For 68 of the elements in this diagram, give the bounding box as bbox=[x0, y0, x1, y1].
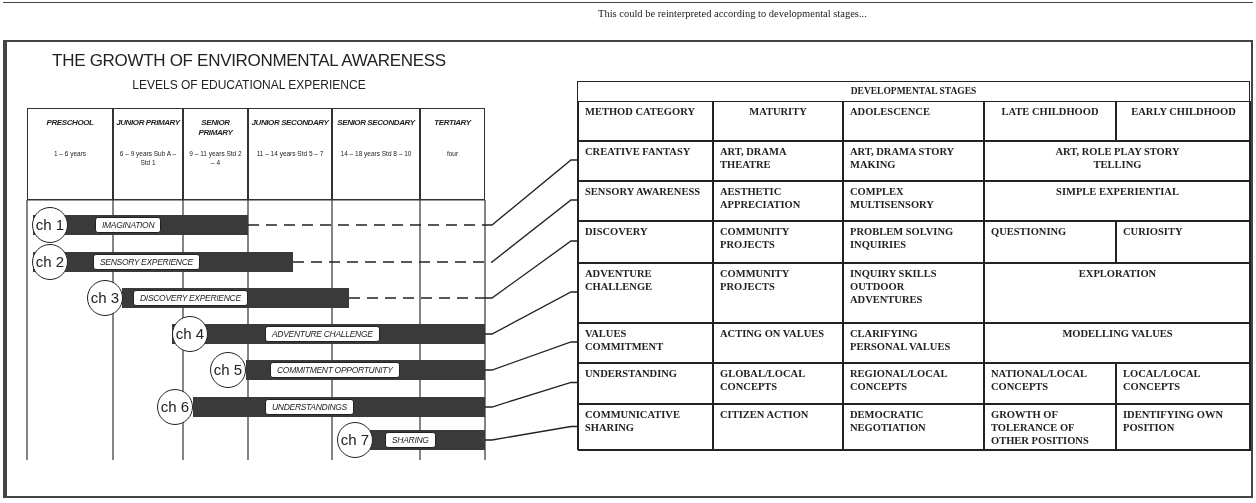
table-cell: GLOBAL/LOCAL CONCEPTS bbox=[713, 363, 843, 404]
table-cell: COMMUNITY PROJECTS bbox=[713, 221, 843, 263]
table-cell: CREATIVE FANTASY bbox=[578, 141, 713, 181]
column-heading: JUNIOR PRIMARY bbox=[115, 118, 181, 128]
table-cell: PROBLEM SOLVING INQUIRIES bbox=[843, 221, 984, 263]
table-cell: ART, DRAMA STORY MAKING bbox=[843, 141, 984, 181]
table-cell: MODELLING VALUES bbox=[984, 323, 1251, 363]
table-cell: DISCOVERY bbox=[578, 221, 713, 263]
table-cell: DEMOCRATIC NEGOTIATION bbox=[843, 404, 984, 451]
table-cell: INQUIRY SKILLS OUTDOOR ADVENTURES bbox=[843, 263, 984, 323]
chapter-circle: ch 1 bbox=[32, 207, 68, 243]
table-cell: VALUES COMMITMENT bbox=[578, 323, 713, 363]
table-cell: UNDERSTANDING bbox=[578, 363, 713, 404]
table-cell: REGIONAL/LOCAL CONCEPTS bbox=[843, 363, 984, 404]
bar-label: IMAGINATION bbox=[95, 217, 162, 233]
column-heading: JUNIOR SECONDARY bbox=[250, 118, 330, 128]
bar-label: SHARING bbox=[385, 432, 436, 448]
table-cell: EARLY CHILDHOOD bbox=[1116, 101, 1251, 141]
bar-label: DISCOVERY EXPERIENCE bbox=[133, 290, 248, 306]
connector-line bbox=[247, 159, 578, 226]
table-cell: COMMUNITY PROJECTS bbox=[713, 263, 843, 323]
chapter-circle: ch 3 bbox=[87, 280, 123, 316]
column-heading: PRESCHOOL bbox=[45, 118, 95, 128]
bar-label: ADVENTURE CHALLENGE bbox=[265, 326, 380, 342]
table-cell: SENSORY AWARENESS bbox=[578, 181, 713, 221]
column-heading: SENIOR SECONDARY bbox=[336, 118, 417, 128]
table-cell: GROWTH OF TOLERANCE OF OTHER POSITIONS bbox=[984, 404, 1116, 451]
chart-subtitle: LEVELS OF EDUCATIONAL EXPERIENCE bbox=[131, 78, 367, 92]
table-cell: METHOD CATEGORY bbox=[578, 101, 713, 141]
bar-label: UNDERSTANDINGS bbox=[265, 399, 354, 415]
table-frame bbox=[577, 81, 1250, 450]
table-cell: ACTING ON VALUES bbox=[713, 323, 843, 363]
table-cell: IDENTIFYING OWN POSITION bbox=[1116, 404, 1251, 451]
table-cell: CITIZEN ACTION bbox=[713, 404, 843, 451]
connector-line bbox=[484, 341, 578, 371]
table-cell: AESTHETIC APPRECIATION bbox=[713, 181, 843, 221]
bar-label: COMMITMENT OPPORTUNITY bbox=[270, 362, 400, 378]
table-cell: CLARIFYING PERSONAL VALUES bbox=[843, 323, 984, 363]
column-heading: TERTIARY bbox=[433, 118, 473, 128]
table-cell: LOCAL/LOCAL CONCEPTS bbox=[1116, 363, 1251, 404]
chapter-circle: ch 4 bbox=[172, 316, 208, 352]
note-text: This could be reinterpreted according to developmental stages... bbox=[598, 8, 867, 19]
table-cell: ADOLESCENCE bbox=[843, 101, 984, 141]
chapter-circle: ch 6 bbox=[157, 389, 193, 425]
table-cell: ADVENTURE CHALLENGE bbox=[578, 263, 713, 323]
table-cell: COMPLEX MULTISENSORY bbox=[843, 181, 984, 221]
connector-line bbox=[348, 240, 578, 299]
chapter-circle: ch 5 bbox=[210, 352, 246, 388]
connector-line bbox=[484, 381, 578, 408]
table-cell: MATURITY bbox=[713, 101, 843, 141]
table-cell: LATE CHILDHOOD bbox=[984, 101, 1116, 141]
connector-line bbox=[484, 291, 578, 335]
table-cell: CURIOSITY bbox=[1116, 221, 1251, 263]
bar-label: SENSORY EXPERIENCE bbox=[93, 254, 200, 270]
table-cell: ART, ROLE PLAY STORY TELLING bbox=[984, 141, 1251, 181]
chart-title: THE GROWTH OF ENVIRONMENTAL AWARENESS bbox=[51, 51, 447, 71]
table-cell: NATIONAL/LOCAL CONCEPTS bbox=[984, 363, 1116, 404]
table-cell: COMMUNICATIVE SHARING bbox=[578, 404, 713, 451]
table-cell: QUESTIONING bbox=[984, 221, 1116, 263]
connector-line bbox=[292, 199, 578, 263]
table-title: DEVELOPMENTAL STAGES bbox=[849, 85, 978, 98]
table-cell: ART, DRAMA THEATRE bbox=[713, 141, 843, 181]
chapter-circle: ch 2 bbox=[32, 244, 68, 280]
table-cell: EXPLORATION bbox=[984, 263, 1251, 323]
table-cell: SIMPLE EXPERIENTIAL bbox=[984, 181, 1251, 221]
chapter-circle: ch 7 bbox=[337, 422, 373, 458]
connector-line bbox=[484, 425, 578, 441]
column-heading: SENIOR PRIMARY bbox=[197, 118, 234, 138]
